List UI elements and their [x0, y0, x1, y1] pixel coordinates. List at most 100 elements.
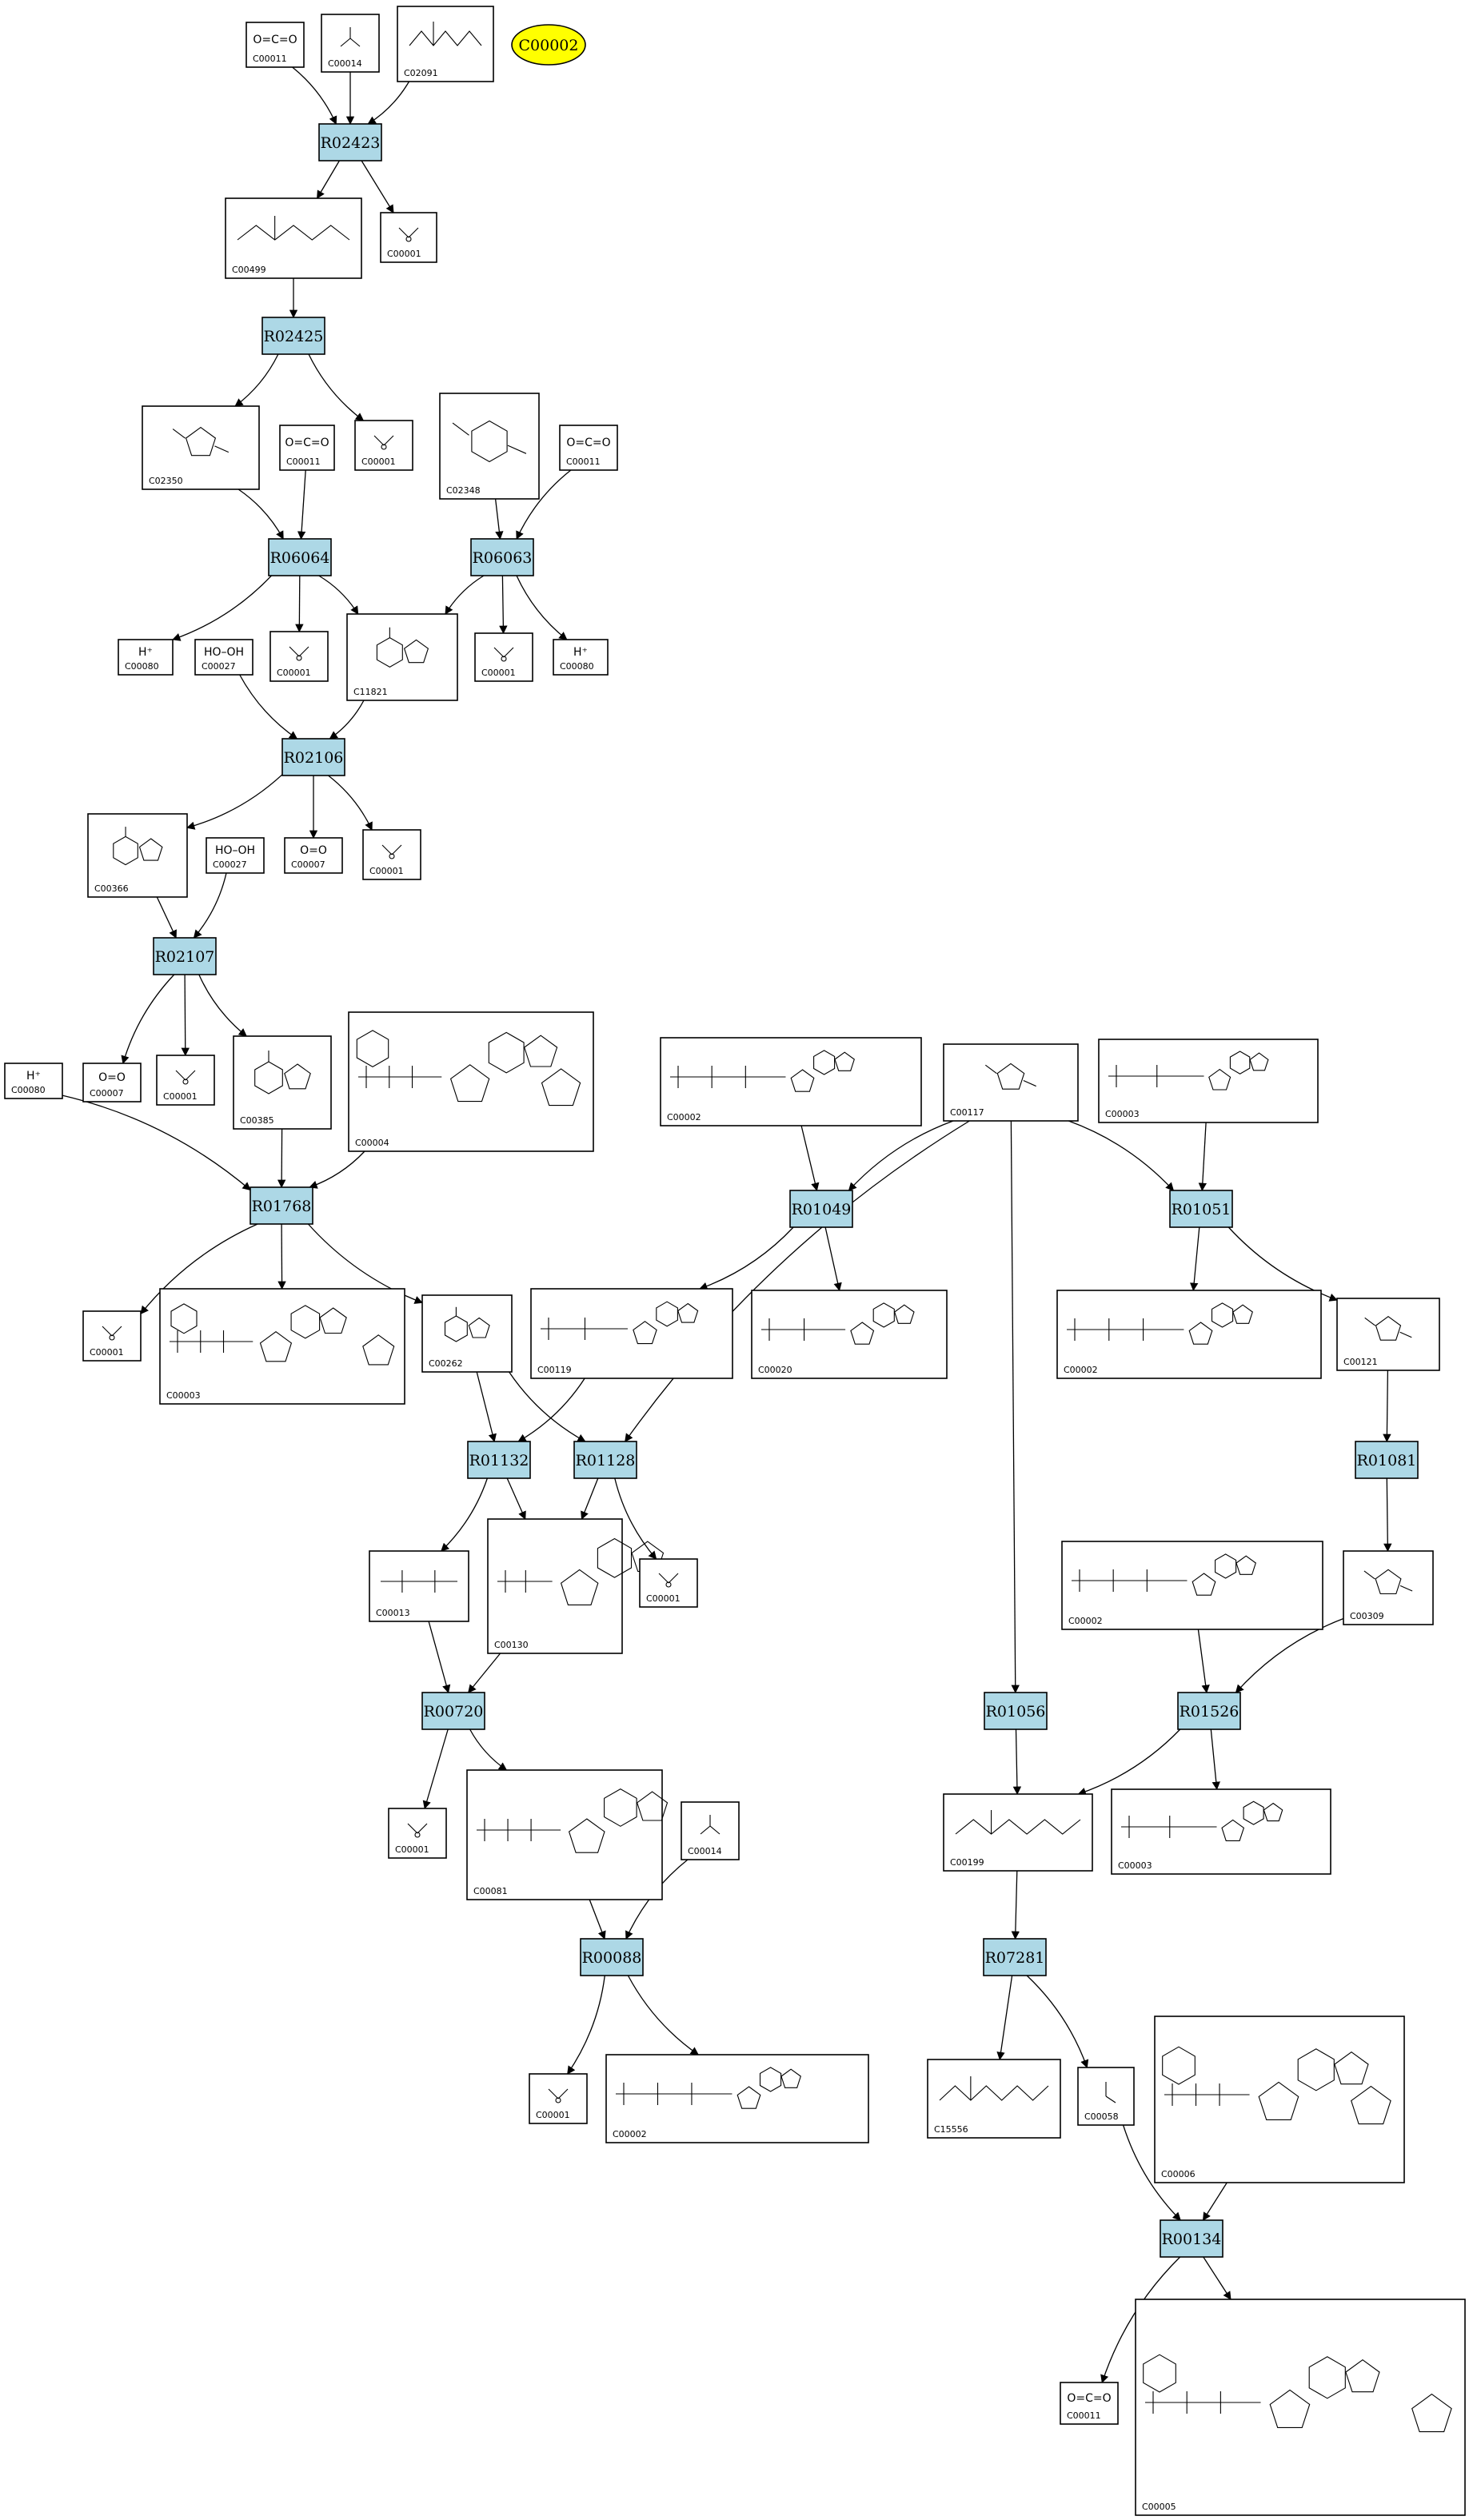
- compound-id-label: C00499: [232, 265, 266, 275]
- structure-stroke: [349, 38, 361, 47]
- compound-node[interactable]: C00002: [1061, 1541, 1323, 1630]
- compound-id-label: C00080: [125, 661, 159, 672]
- reaction-id-label: R01049: [792, 1201, 852, 1218]
- reaction-node[interactable]: R01056: [984, 1692, 1048, 1730]
- compound-node[interactable]: C00003: [159, 1288, 405, 1405]
- compound-node[interactable]: C11821: [346, 613, 458, 701]
- compound-node[interactable]: C00003: [1111, 1788, 1331, 1875]
- compound-node[interactable]: H⁺C00080: [553, 639, 609, 676]
- compound-node[interactable]: C00005: [1135, 2299, 1466, 2516]
- structure-stroke: [1192, 1573, 1216, 1596]
- compound-node[interactable]: C00121: [1336, 1298, 1440, 1371]
- reaction-node[interactable]: R00134: [1160, 2219, 1224, 2258]
- highlight-node[interactable]: C00002: [511, 24, 586, 66]
- compound-node[interactable]: C00117: [943, 1043, 1079, 1122]
- edge-r00088-c01j: [567, 1975, 605, 2075]
- compound-node[interactable]: C00014: [681, 1801, 740, 1860]
- structure-stroke: [109, 1334, 115, 1341]
- reaction-node[interactable]: R07281: [983, 1938, 1047, 1976]
- structure-stroke: [524, 1035, 558, 1067]
- reaction-box: [1177, 1692, 1241, 1730]
- compound-node[interactable]: C00020: [751, 1290, 948, 1379]
- compound-node[interactable]: C00002: [605, 2054, 869, 2143]
- compound-box: [225, 197, 362, 279]
- reaction-node[interactable]: R00088: [580, 1938, 644, 1976]
- edge-c02350-r06064: [238, 488, 284, 540]
- compound-node[interactable]: C00001: [362, 829, 421, 880]
- reaction-node[interactable]: R02425: [261, 317, 325, 355]
- compound-node[interactable]: C02350: [142, 405, 260, 490]
- compound-node[interactable]: C00013: [369, 1550, 469, 1622]
- compound-node[interactable]: C00002: [660, 1037, 922, 1126]
- compound-node[interactable]: C00001: [639, 1558, 698, 1608]
- compound-id-label: C00014: [688, 1846, 722, 1856]
- reaction-node[interactable]: R01128: [573, 1441, 637, 1479]
- reaction-node[interactable]: R02423: [318, 123, 382, 161]
- reaction-node[interactable]: R01049: [789, 1190, 853, 1228]
- compound-node[interactable]: C00081: [466, 1769, 669, 1900]
- edge-c00385-r01768: [277, 1128, 286, 1189]
- reaction-node[interactable]: R06064: [268, 538, 332, 576]
- reaction-id-label: R01056: [986, 1703, 1046, 1721]
- compound-node[interactable]: H⁺ C00080: [118, 639, 174, 676]
- compound-node[interactable]: C00001: [380, 212, 437, 263]
- compound-node[interactable]: C00119: [530, 1288, 733, 1379]
- reaction-node[interactable]: R00720: [421, 1692, 485, 1730]
- compound-node[interactable]: C00002: [1056, 1290, 1322, 1379]
- compound-node[interactable]: C00499: [225, 197, 362, 279]
- edge-c00262-r01132: [476, 1371, 497, 1443]
- compound-node[interactable]: C00003: [1098, 1039, 1319, 1123]
- compound-node[interactable]: H⁺C00080: [4, 1063, 63, 1099]
- structure-stroke: [468, 1317, 490, 1338]
- structure-stroke: [449, 1064, 490, 1102]
- compound-node[interactable]: C00006: [1154, 2016, 1405, 2183]
- compound-id-label: C00199: [950, 1857, 984, 1868]
- compound-node[interactable]: C00001: [156, 1055, 215, 1106]
- reaction-node[interactable]: R01768: [249, 1186, 313, 1225]
- reaction-node[interactable]: R01132: [467, 1441, 531, 1479]
- reaction-node[interactable]: R01526: [1177, 1692, 1241, 1730]
- edge-r00720-c01i: [422, 1729, 449, 1809]
- compound-node[interactable]: C00366: [87, 813, 188, 898]
- compound-node[interactable]: C02348: [439, 393, 540, 500]
- compound-node[interactable]: C00001: [388, 1808, 447, 1859]
- compound-node[interactable]: C00001: [354, 420, 413, 471]
- compound-box: [927, 2059, 1061, 2139]
- structure-stroke: [597, 1537, 633, 1578]
- compound-node[interactable]: C00058: [1077, 2067, 1135, 2126]
- structure-stroke: [1375, 1316, 1402, 1341]
- compound-node[interactable]: C02091: [397, 6, 494, 82]
- structure-stroke: [984, 1064, 997, 1075]
- compound-node[interactable]: C00004: [348, 1011, 594, 1152]
- compound-node[interactable]: C00001: [82, 1310, 142, 1362]
- compound-node[interactable]: C00199: [943, 1793, 1093, 1872]
- compound-node[interactable]: C00001: [474, 632, 533, 682]
- compound-node[interactable]: C00309: [1343, 1550, 1434, 1625]
- compound-node[interactable]: C00385: [233, 1035, 332, 1130]
- compound-node[interactable]: C15556: [927, 2059, 1061, 2139]
- compound-formula: H⁺: [138, 646, 153, 659]
- compound-node[interactable]: C00014: [321, 14, 380, 73]
- compound-node[interactable]: C00001: [269, 631, 329, 682]
- compound-node[interactable]: C00262: [421, 1294, 513, 1373]
- reaction-node[interactable]: R06063: [470, 538, 534, 576]
- compound-node[interactable]: C00130: [487, 1518, 665, 1654]
- compound-box: [82, 1063, 142, 1102]
- reaction-node[interactable]: R01081: [1355, 1441, 1419, 1479]
- structure-stroke: [872, 1302, 895, 1328]
- reaction-node[interactable]: R02107: [153, 937, 217, 975]
- reaction-node[interactable]: R02106: [281, 738, 345, 776]
- structure-stroke: [1269, 2389, 1311, 2428]
- compound-node[interactable]: C00001: [529, 2073, 588, 2124]
- reaction-node[interactable]: R01051: [1169, 1190, 1233, 1228]
- structure-stroke: [417, 1823, 428, 1834]
